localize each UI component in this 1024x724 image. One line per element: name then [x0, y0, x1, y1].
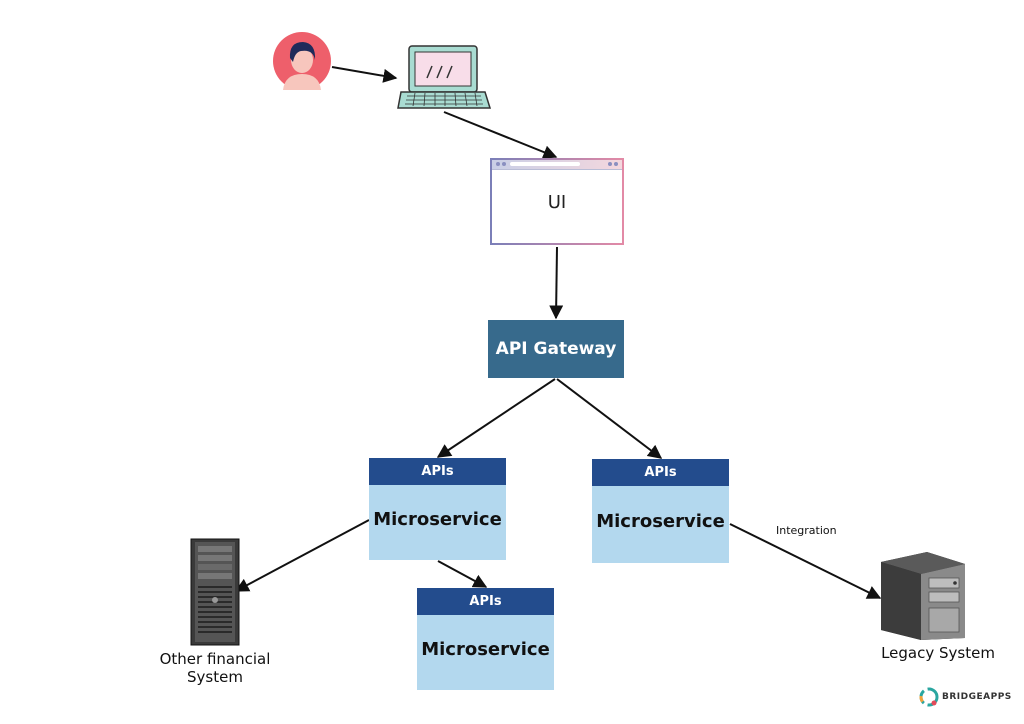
arrow-service2-to-legacy	[729, 523, 882, 599]
arrow-gateway-to-service1	[436, 378, 556, 458]
microservice-node: APIs Microservice	[417, 588, 554, 690]
other-system-caption: Other financial System	[140, 650, 290, 686]
browser-window-icon	[492, 160, 622, 170]
microservice-label: Microservice	[373, 509, 502, 530]
arrow-ui-to-gateway	[549, 246, 564, 320]
api-gateway-node: API Gateway	[488, 320, 624, 378]
ui-label: UI	[547, 192, 567, 213]
other-system-label-line2: System	[187, 668, 243, 686]
apis-header: APIs	[369, 458, 506, 485]
bridgeapps-logo-icon	[919, 687, 939, 707]
apis-header: APIs	[417, 588, 554, 615]
microservice-label: Microservice	[421, 639, 550, 660]
microservice-node: APIs Microservice	[369, 458, 506, 560]
other-system-label-line1: Other financial	[159, 650, 271, 668]
microservice-label: Microservice	[596, 511, 725, 532]
apis-header: APIs	[592, 459, 729, 486]
legacy-system-label: Legacy System	[881, 644, 995, 662]
ui-browser-window: UI	[490, 158, 624, 245]
brand-name: BRIDGEAPPS	[942, 692, 1012, 702]
integration-label: Integration	[776, 524, 837, 537]
server-tower-icon	[190, 538, 240, 646]
arrow-user-to-laptop	[331, 66, 398, 83]
arrow-laptop-to-ui	[443, 111, 558, 159]
arrow-gateway-to-service2	[556, 378, 663, 459]
user-avatar-icon	[273, 32, 331, 90]
arrow-service1-to-other-system	[234, 519, 370, 592]
laptop-icon	[397, 45, 491, 109]
legacy-server-icon	[881, 552, 965, 640]
microservice-node: APIs Microservice	[592, 459, 729, 563]
arrow-service1-to-service3	[437, 560, 488, 588]
